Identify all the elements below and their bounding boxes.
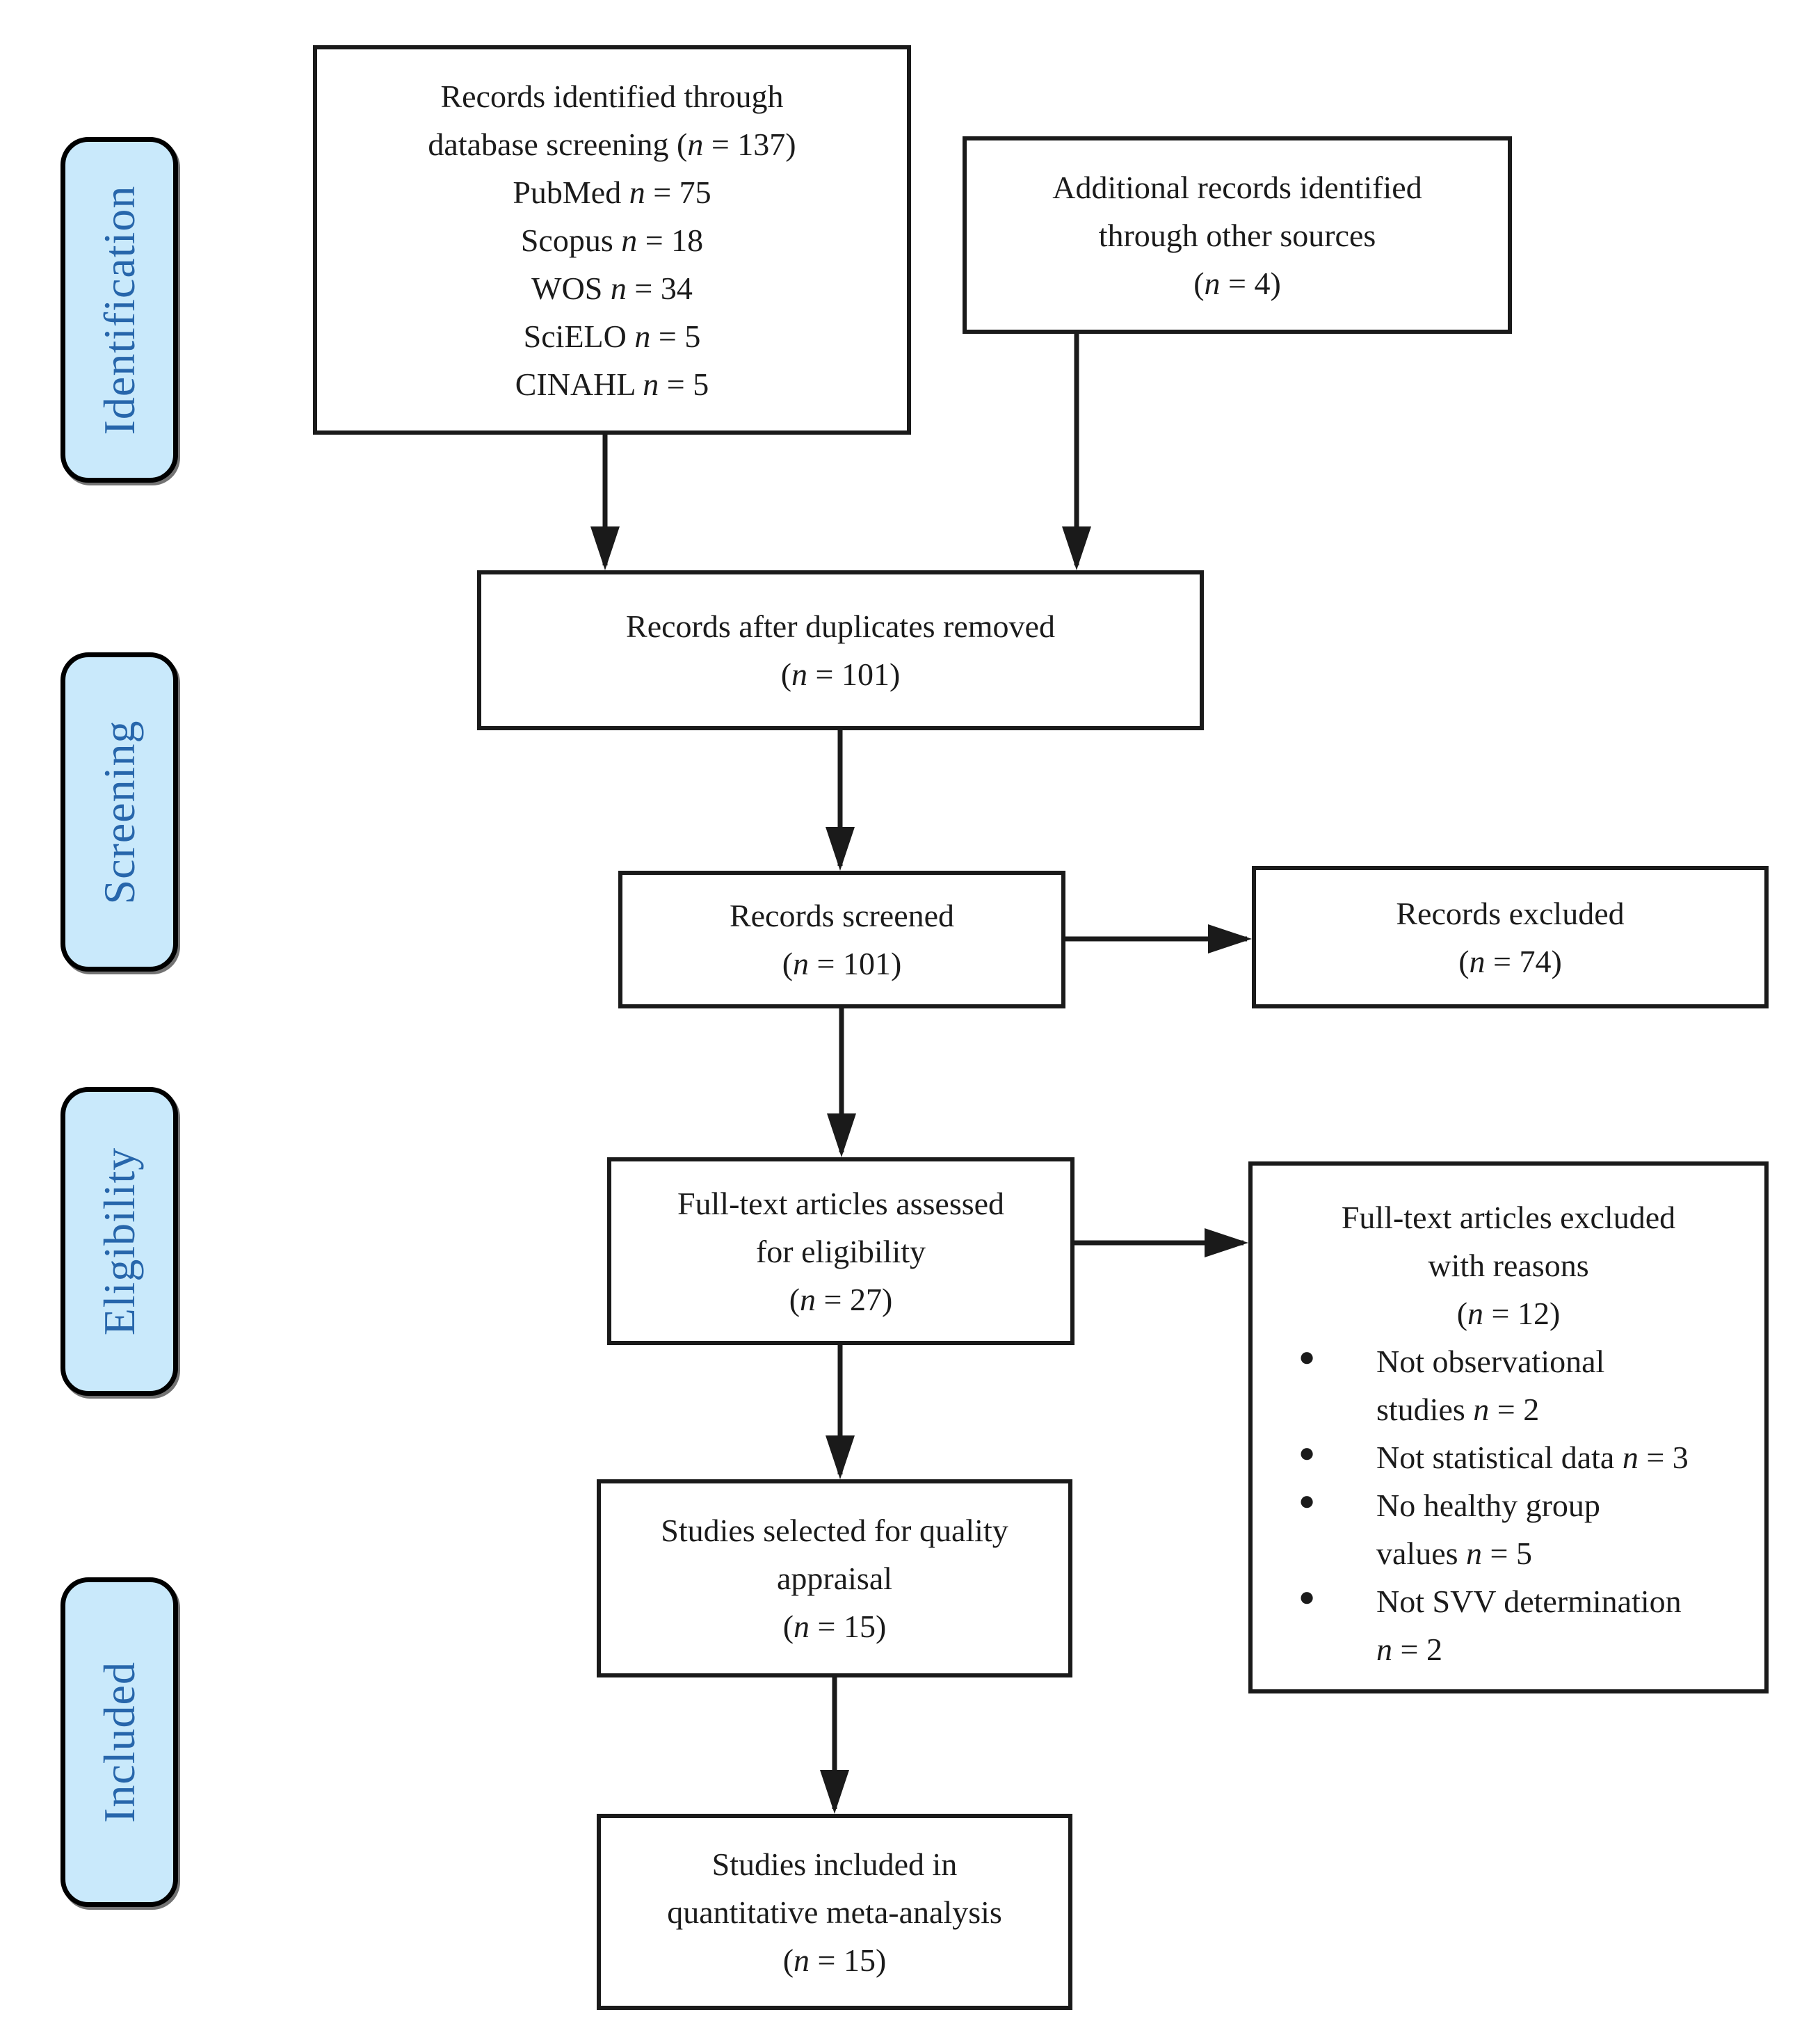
box-line: (n = 15) (782, 1609, 887, 1644)
box-line: values n = 5 (1376, 1536, 1532, 1571)
box-line: Records screened (729, 898, 955, 933)
box-line: Records identified through (440, 78, 784, 114)
box-line: PubMed n = 75 (513, 174, 711, 210)
box-line: n = 2 (1376, 1632, 1442, 1667)
box-line: (n = 74) (1458, 943, 1562, 979)
box-line: appraisal (776, 1561, 893, 1596)
box-line: Studies included in (711, 1846, 958, 1882)
stage-identification: Identification (61, 137, 178, 483)
box-line: (n = 101) (782, 946, 902, 981)
box-line: (n = 27) (789, 1281, 893, 1317)
bullet-icon: ● (1298, 1581, 1316, 1612)
box-line: Full-text articles excluded (1341, 1200, 1676, 1235)
box-line: CINAHL n = 5 (515, 366, 709, 402)
box-line: (n = 12) (1456, 1296, 1561, 1331)
box-line: with reasons (1428, 1248, 1589, 1283)
box-included-meta: Studies included in quantitative meta-an… (597, 1814, 1072, 2010)
stage-included-label: Included (94, 1661, 144, 1823)
exclusion-reason-item: ● Not SVV determination n = 2 (1272, 1577, 1745, 1673)
stage-eligibility-label: Eligibility (94, 1147, 144, 1336)
bullet-icon: ● (1298, 1341, 1316, 1372)
box-fulltext-excluded: Full-text articles excluded with reasons… (1248, 1161, 1769, 1693)
stage-identification-label: Identification (94, 185, 144, 435)
box-additional-records: Additional records identified through ot… (963, 136, 1512, 334)
box-line: Not observational (1376, 1344, 1605, 1379)
box-line: (n = 15) (782, 1942, 887, 1978)
box-line: WOS n = 34 (531, 270, 693, 306)
box-records-screened: Records screened (n = 101) (618, 871, 1065, 1008)
box-quality-appraisal: Studies selected for quality appraisal (… (597, 1479, 1072, 1677)
box-line: through other sources (1098, 217, 1376, 253)
box-line: SciELO n = 5 (523, 318, 701, 354)
box-line: Not SVV determination (1376, 1584, 1682, 1619)
box-fulltext-assessed: Full-text articles assessed for eligibil… (607, 1157, 1074, 1345)
stage-screening: Screening (61, 652, 178, 972)
box-line: Additional records identified (1052, 169, 1422, 205)
box-line: Records excluded (1396, 895, 1625, 931)
box-line: Studies selected for quality (661, 1513, 1008, 1548)
box-line: quantitative meta-analysis (667, 1894, 1002, 1930)
exclusion-reason-item: ● Not observational studies n = 2 (1272, 1337, 1745, 1433)
box-line: Full-text articles assessed (677, 1185, 1005, 1221)
box-line: Scopus n = 18 (520, 222, 704, 258)
bullet-icon: ● (1298, 1485, 1316, 1516)
stage-eligibility: Eligibility (61, 1087, 178, 1396)
box-line: No healthy group (1376, 1488, 1600, 1523)
stage-screening-label: Screening (94, 720, 144, 904)
box-after-duplicates: Records after duplicates removed (n = 10… (477, 570, 1204, 730)
box-records-excluded: Records excluded (n = 74) (1252, 866, 1769, 1008)
exclusion-reason-item: ● No healthy group values n = 5 (1272, 1481, 1745, 1577)
box-line: (n = 101) (780, 657, 901, 692)
stage-included: Included (61, 1577, 178, 1907)
box-line: Records after duplicates removed (626, 609, 1055, 644)
exclusion-reason-item: ● Not statistical data n = 3 (1272, 1433, 1745, 1481)
box-line: studies n = 2 (1376, 1392, 1540, 1427)
bullet-icon: ● (1298, 1437, 1316, 1468)
box-line: database screening (n = 137) (428, 126, 796, 162)
box-records-identified: Records identified through database scre… (313, 45, 911, 435)
box-line: Not statistical data n = 3 (1376, 1440, 1689, 1475)
box-line: for eligibility (755, 1233, 926, 1269)
box-line: (n = 4) (1193, 265, 1281, 301)
